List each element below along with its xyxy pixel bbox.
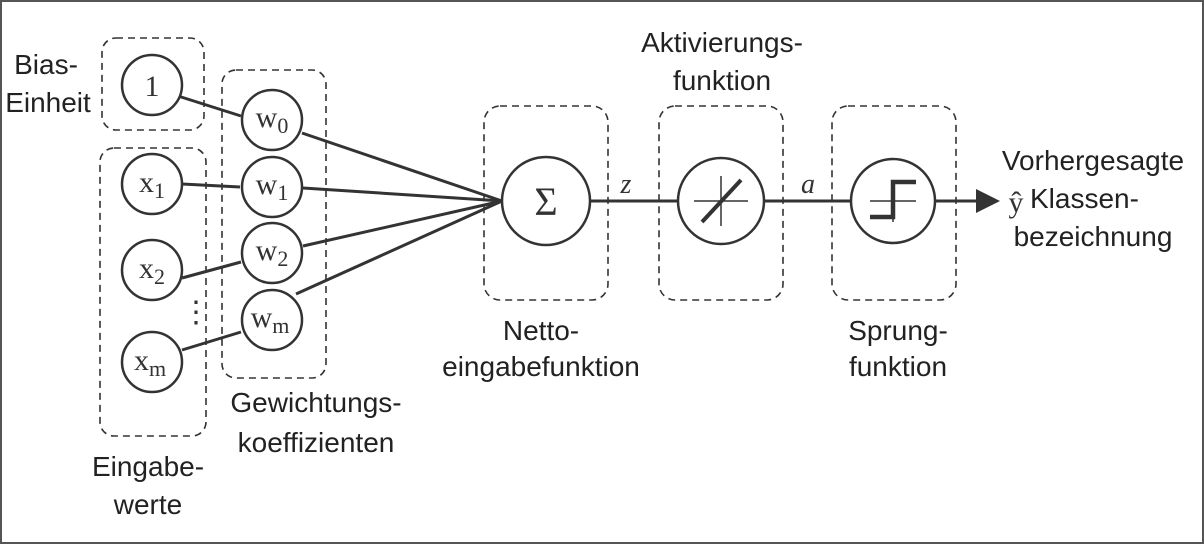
input-group-box (99, 147, 207, 437)
edge-w1-sum (302, 186, 503, 203)
output-arrowhead-icon (976, 189, 1000, 213)
step-label-line2: funktion (849, 351, 947, 382)
edge-w0-sum (301, 131, 503, 203)
output-label-line1: Vorhergesagte (1002, 145, 1184, 176)
input-ellipsis: ⋮ (181, 296, 211, 329)
weight-group-box (221, 69, 327, 379)
step-function-icon (870, 179, 916, 222)
sum-icon: Σ (534, 179, 557, 224)
edge-xm-wm (181, 330, 242, 352)
edge-bias-w0 (177, 94, 242, 118)
input-node-xm-label: xm (134, 344, 166, 381)
input-node-x2-label: x2 (139, 252, 165, 289)
weight-node-w2 (240, 221, 304, 285)
inputs-label-line1: Eingabe- (92, 451, 204, 482)
output-yhat-symbol: ŷ (1009, 186, 1024, 219)
weight-node-w2-label: w2 (256, 234, 289, 271)
activation-a-label: a (801, 169, 815, 200)
weight-node-wm-label: wm (251, 301, 290, 338)
edge-x2-w2 (181, 260, 242, 280)
bias-label-line2: Einheit (5, 87, 91, 118)
net-input-z-label: z (620, 169, 632, 200)
weight-node-w0-label: w0 (256, 101, 289, 138)
bias-group-box (101, 37, 205, 131)
input-node-xm (120, 330, 184, 394)
input-node-x2 (120, 238, 184, 302)
activation-label-line2: funktion (673, 65, 771, 96)
edge-x1-w1 (181, 182, 241, 189)
input-node-x1 (120, 152, 184, 216)
input-node-x1-label: x1 (139, 166, 165, 203)
bias-label-line1: Bias- (14, 49, 78, 80)
inputs-label-line2: werte (113, 489, 182, 520)
weight-node-w0 (240, 88, 304, 152)
edge-wm-sum (295, 199, 503, 296)
net-input-node (500, 155, 592, 247)
activation-box (658, 105, 784, 301)
activation-label-line1: Aktivierungs- (641, 27, 803, 58)
weight-node-w1-label: w1 (256, 168, 289, 205)
weight-node-w1 (240, 155, 304, 219)
weights-label-line1: Gewichtungs- (230, 387, 401, 418)
bias-node (120, 53, 184, 117)
linear-activation-icon (694, 176, 748, 226)
net-input-box (483, 105, 609, 301)
edge-w2-sum (302, 199, 503, 248)
step-box (831, 105, 957, 301)
weight-node-wm (240, 288, 304, 352)
output-label-line3: bezeichnung (1014, 221, 1173, 252)
output-label-line2: Klassen- (1030, 183, 1139, 214)
bias-node-label: 1 (145, 70, 160, 103)
weights-label-line2: koeffizienten (238, 427, 395, 458)
step-label-line1: Sprung- (848, 315, 948, 346)
net-input-label-line2: eingabefunktion (442, 351, 640, 382)
net-input-label-line1: Netto- (503, 315, 579, 346)
